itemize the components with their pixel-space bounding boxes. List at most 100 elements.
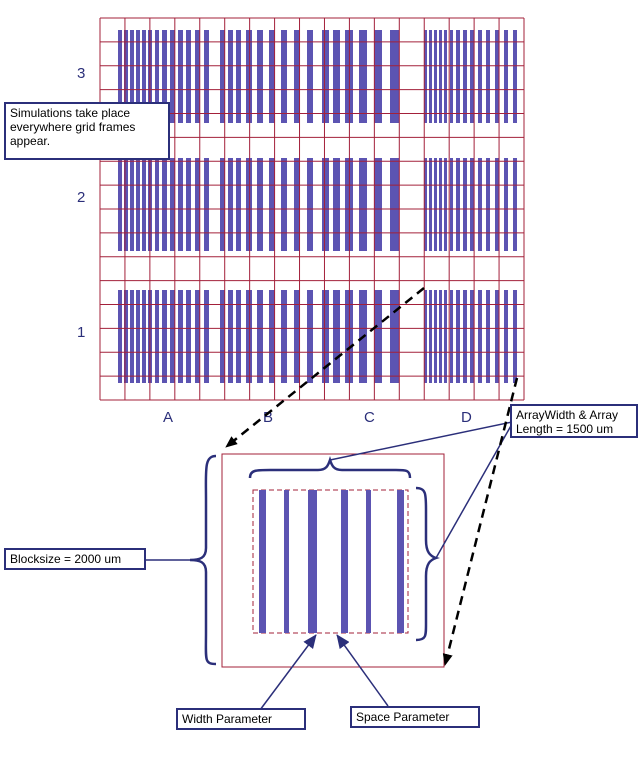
test-bar: [322, 158, 329, 251]
test-bar: [333, 158, 340, 251]
detail-bar: [284, 490, 289, 633]
test-bar: [281, 30, 287, 123]
test-bar: [434, 158, 437, 251]
row-label: 1: [77, 324, 85, 341]
space-parameter-callout: Space Parameter: [350, 706, 480, 728]
bar-blocks: [118, 30, 517, 383]
test-bar: [142, 30, 146, 123]
test-bar: [294, 158, 300, 251]
test-bar: [195, 30, 200, 123]
test-bar: [281, 290, 287, 383]
test-bar: [142, 290, 146, 383]
test-bar: [470, 30, 474, 123]
test-bar: [478, 30, 482, 123]
test-bar: [257, 158, 263, 251]
test-bar: [424, 290, 427, 383]
test-bar: [294, 30, 300, 123]
test-bar: [170, 30, 175, 123]
test-bar: [162, 30, 167, 123]
test-bar: [429, 290, 432, 383]
test-bar: [228, 158, 233, 251]
test-bar: [456, 158, 460, 251]
test-bar: [162, 158, 167, 251]
test-bar: [155, 290, 159, 383]
test-bar: [478, 158, 482, 251]
test-bar: [236, 158, 241, 251]
test-bar: [118, 158, 122, 251]
test-bar: [155, 158, 159, 251]
test-bar: [220, 290, 225, 383]
test-bar: [178, 158, 183, 251]
test-bar: [236, 30, 241, 123]
test-bar: [504, 30, 508, 123]
test-bar: [439, 290, 442, 383]
test-bar: [322, 290, 329, 383]
test-bar: [186, 158, 191, 251]
test-bar: [246, 158, 252, 251]
test-bar: [486, 158, 490, 251]
array-dashed-frame: [252, 489, 409, 634]
test-bar: [162, 290, 167, 383]
test-bar: [246, 30, 252, 123]
test-bar: [130, 30, 134, 123]
test-bar: [178, 290, 183, 383]
test-bar: [390, 30, 399, 123]
test-bar: [178, 30, 183, 123]
column-label: B: [263, 409, 273, 426]
array-size-callout: ArrayWidth & Array Length = 1500 um: [510, 404, 638, 438]
test-bar: [236, 290, 241, 383]
test-bar: [204, 290, 209, 383]
row-label: 2: [77, 189, 85, 206]
test-bar: [307, 290, 313, 383]
test-bar: [136, 290, 140, 383]
detail-bar: [341, 490, 348, 633]
test-bar: [504, 158, 508, 251]
array-width-brace: [248, 456, 412, 479]
zoom-arrow-right: [442, 377, 519, 666]
test-bar: [495, 158, 499, 251]
test-bar: [322, 30, 329, 123]
detail-bar: [308, 490, 317, 633]
simulations-note-callout: Simulations take place everywhere grid f…: [4, 102, 170, 160]
test-bar: [450, 30, 453, 123]
test-bar: [130, 290, 134, 383]
test-bar: [439, 30, 442, 123]
width-parameter-callout: Width Parameter: [176, 708, 306, 730]
test-bar: [186, 30, 191, 123]
test-bar: [269, 290, 275, 383]
test-bar: [486, 290, 490, 383]
array-leader-side: [435, 423, 513, 559]
test-bar: [124, 158, 128, 251]
test-bar: [257, 290, 263, 383]
test-bar: [390, 290, 399, 383]
test-bar: [124, 30, 128, 123]
test-bar: [439, 158, 442, 251]
test-bar: [155, 30, 159, 123]
test-bar: [228, 290, 233, 383]
test-bar: [136, 158, 140, 251]
test-bar: [294, 290, 300, 383]
simulation-grid: [99, 17, 525, 401]
test-bar: [463, 30, 467, 123]
test-bar: [228, 30, 233, 123]
test-bar: [374, 290, 382, 383]
zoom-arrow-left: [225, 287, 425, 448]
test-bar: [204, 158, 209, 251]
space-parameter-arrow: [336, 634, 389, 707]
test-bar: [434, 30, 437, 123]
column-label: C: [364, 409, 375, 426]
test-bar: [513, 158, 517, 251]
test-bar: [495, 30, 499, 123]
column-label: A: [163, 409, 173, 426]
test-bar: [118, 290, 122, 383]
test-bar: [136, 30, 140, 123]
test-bar: [495, 290, 499, 383]
blocksize-callout: Blocksize = 2000 um: [4, 548, 146, 570]
test-bar: [333, 290, 340, 383]
detail-bar: [259, 490, 266, 633]
test-bar: [246, 290, 252, 383]
test-bar: [269, 30, 275, 123]
test-bar: [470, 158, 474, 251]
test-bar: [456, 30, 460, 123]
